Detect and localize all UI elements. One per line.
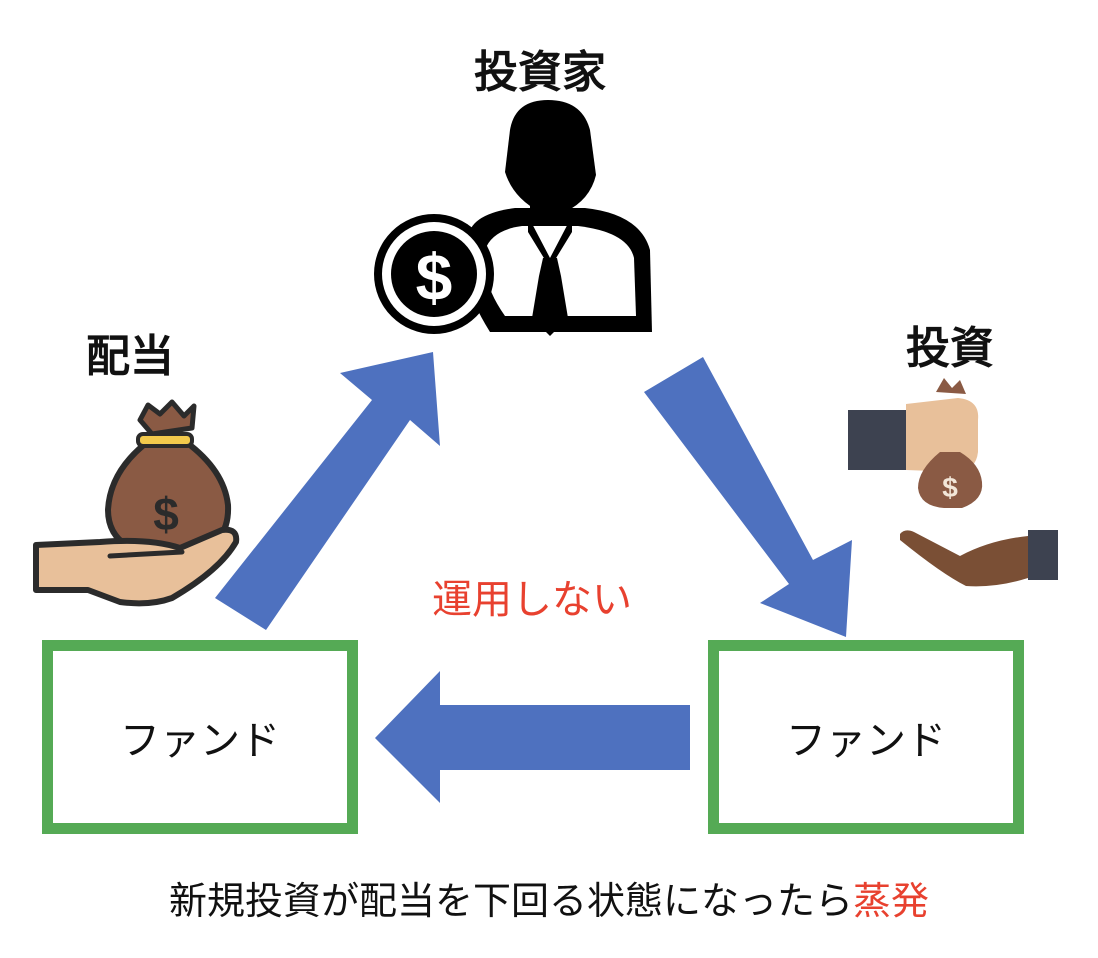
fund-label-left: ファンド — [120, 718, 280, 764]
dollar-coin-icon: $ — [374, 214, 494, 334]
dividend-arrow — [215, 352, 440, 630]
investor-label: 投資家 — [474, 47, 606, 98]
caption-highlight: 蒸発 — [853, 879, 930, 923]
dividend-label: 配当 — [86, 331, 174, 382]
caption: 新規投資が配当を下回る状態になったら蒸発 — [0, 870, 1098, 925]
svg-text:$: $ — [153, 488, 179, 540]
investor-icon — [468, 100, 652, 336]
handing-money-icon: $ — [848, 378, 1058, 587]
investment-label: 投資 — [906, 323, 994, 374]
flow-arrow — [375, 671, 690, 803]
no-operation-note: 運用しない — [432, 577, 632, 623]
fund-box-right: ファンド — [708, 640, 1024, 834]
fund-box-left: ファンド — [42, 640, 358, 834]
svg-text:$: $ — [416, 240, 453, 314]
fund-label-right: ファンド — [786, 718, 946, 764]
investment-arrow — [644, 357, 852, 637]
svg-text:$: $ — [942, 472, 958, 503]
money-bag-hand-icon: $ — [33, 399, 240, 607]
caption-main: 新規投資が配当を下回る状態になったら — [168, 879, 853, 923]
